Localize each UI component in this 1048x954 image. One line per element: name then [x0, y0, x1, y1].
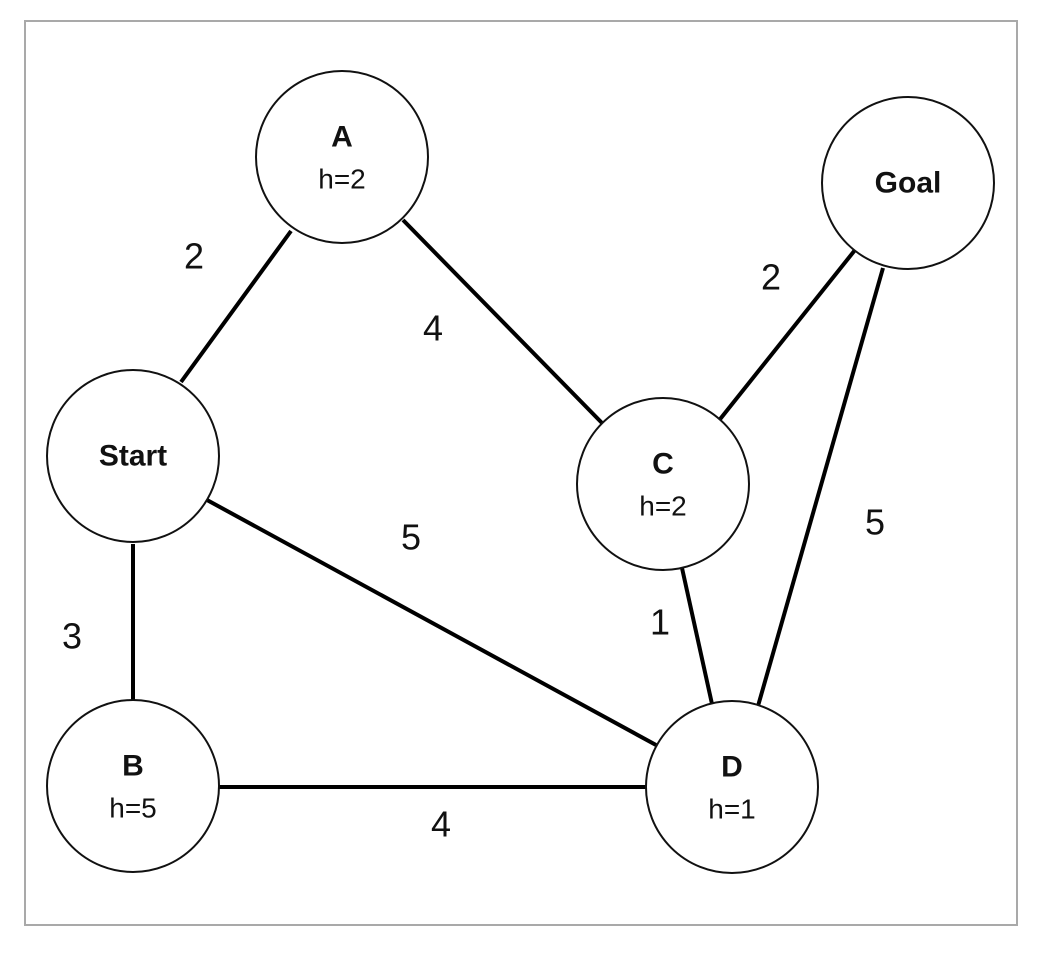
edge-weight-start-a: 2: [184, 236, 204, 277]
node-heuristic-d: h=1: [708, 794, 756, 825]
node-circle-d: [645, 700, 819, 874]
node-heuristic-c: h=2: [639, 491, 687, 522]
node-heuristic-b: h=5: [109, 793, 157, 824]
node-circle-b: [46, 699, 220, 873]
edge-start-d: [206, 498, 657, 747]
edge-weights: 2 4 2 5 5 1 3 4: [62, 236, 885, 845]
node-label-b: B: [122, 750, 144, 783]
edge-start-a: [179, 229, 293, 384]
edge-c-goal: [715, 248, 857, 425]
edge-a-c: [401, 218, 604, 425]
edge-weight-c-goal: 2: [761, 257, 781, 298]
edge-weight-b-d: 4: [431, 804, 451, 845]
node-c: Ch=2: [576, 397, 750, 571]
edges: [131, 218, 885, 789]
node-label-d: D: [721, 751, 743, 784]
edge-weight-a-c: 4: [423, 308, 443, 349]
edge-weight-c-d: 1: [650, 602, 670, 643]
node-circle-a: [255, 70, 429, 244]
node-heuristic-a: h=2: [318, 164, 366, 195]
node-a: Ah=2: [255, 70, 429, 244]
edge-weight-start-b: 3: [62, 616, 82, 657]
node-d: Dh=1: [645, 700, 819, 874]
node-circle-goal: [821, 96, 995, 270]
node-label-a: A: [331, 121, 353, 154]
edge-weight-start-d: 5: [401, 517, 421, 558]
node-circle-start: [46, 369, 220, 543]
node-label-start: Start: [99, 440, 167, 473]
node-goal: Goal: [821, 96, 995, 270]
edge-goal-d: [756, 267, 885, 707]
node-start: Start: [46, 369, 220, 543]
node-circle-c: [576, 397, 750, 571]
node-label-c: C: [652, 448, 674, 481]
edge-weight-goal-d: 5: [865, 502, 885, 543]
node-b: Bh=5: [46, 699, 220, 873]
edge-c-d: [680, 567, 714, 705]
node-label-goal: Goal: [875, 167, 942, 200]
